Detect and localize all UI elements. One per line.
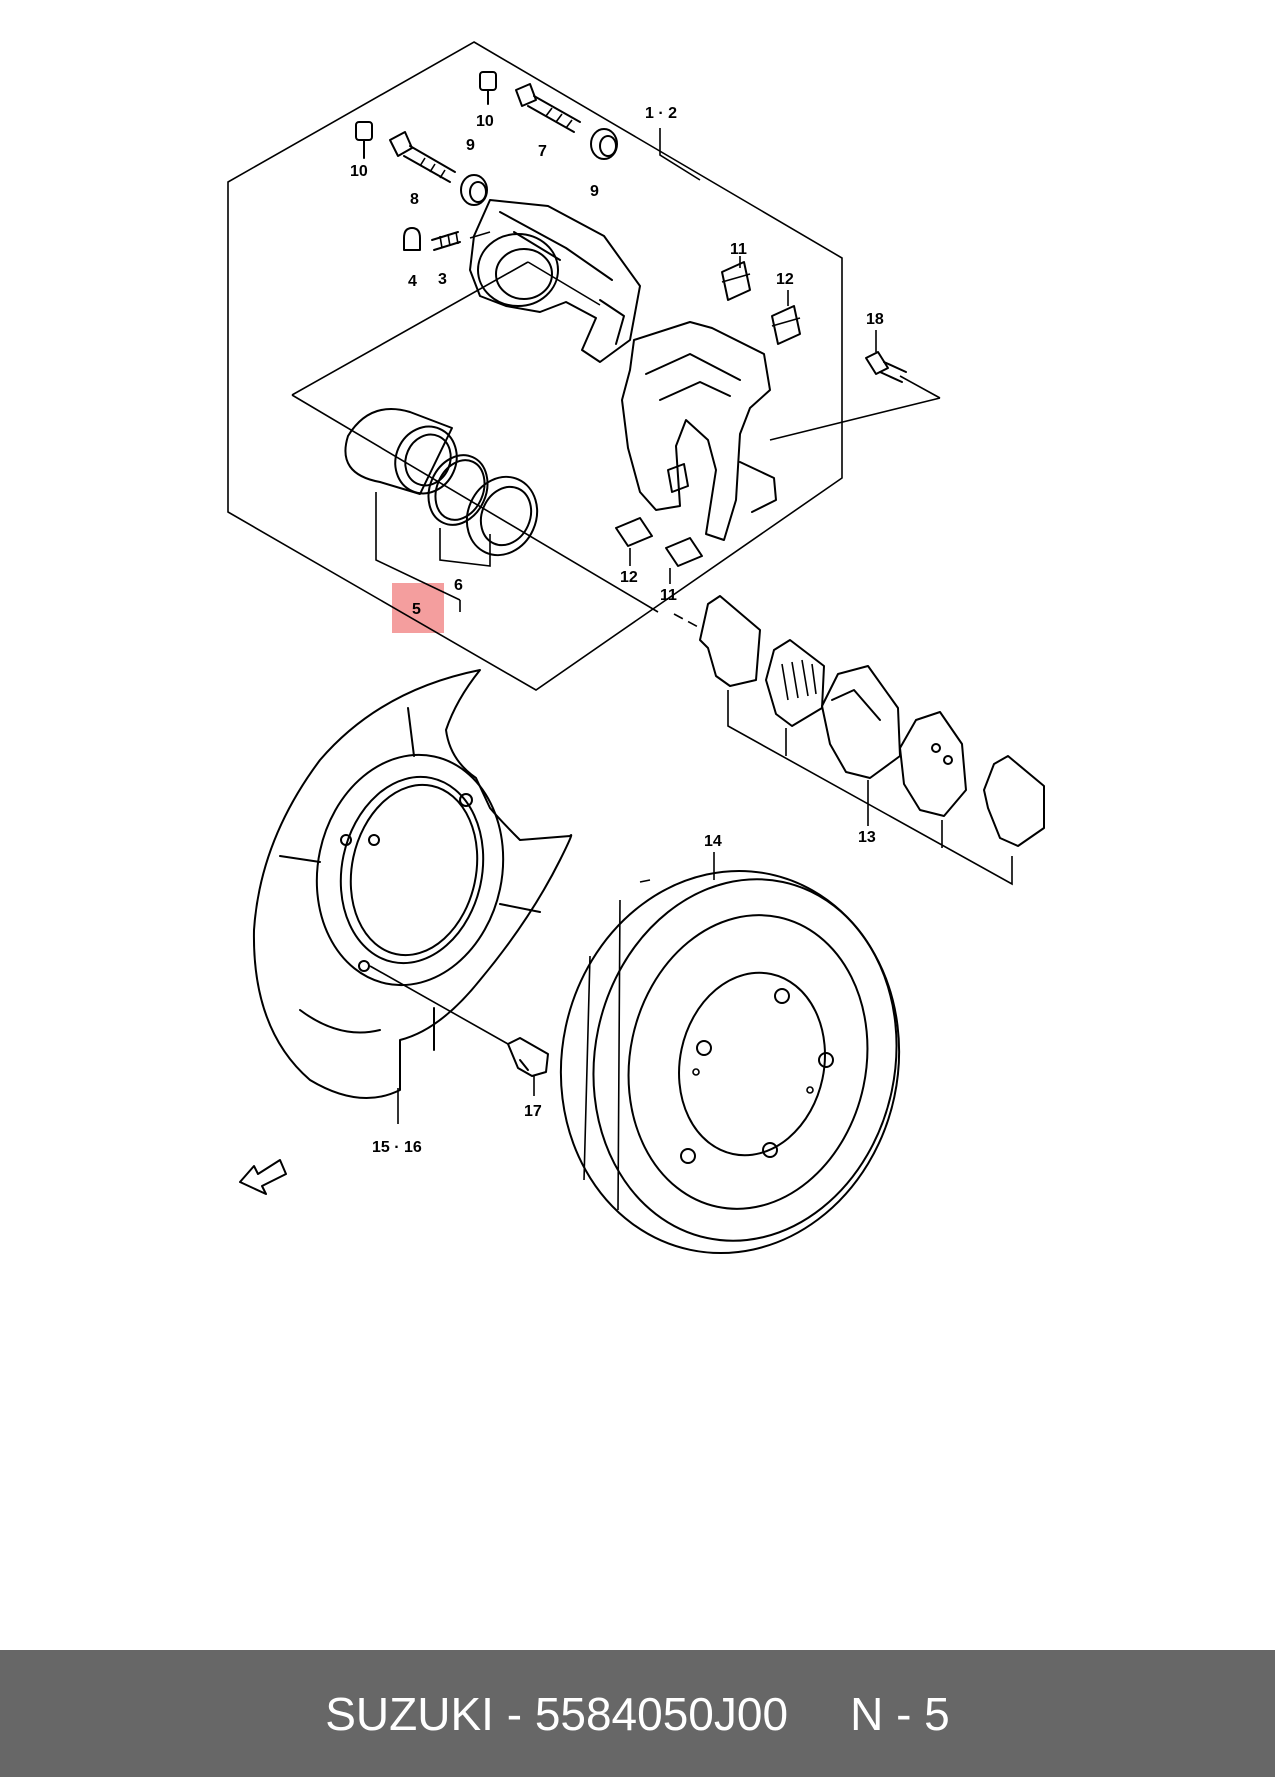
callout-3: 3 <box>438 271 447 288</box>
callout-12-top: 12 <box>776 271 794 288</box>
callout-7: 7 <box>538 143 547 160</box>
leader-18-line <box>899 375 941 399</box>
brake-pad-outer <box>899 711 967 817</box>
caliper-bracket <box>621 321 777 541</box>
leader-6-bracket <box>439 528 491 567</box>
bolt-10-left <box>355 121 373 159</box>
leader-pads-dashed <box>673 613 701 629</box>
part-number: 5584050J00 <box>534 1687 789 1740</box>
bolt-10-top <box>479 71 497 105</box>
caliper-assembly-outline <box>227 41 843 691</box>
callout-10-top: 10 <box>476 113 494 130</box>
pad-shim-outer-left <box>699 595 761 687</box>
callout-9-right: 9 <box>590 183 599 200</box>
pad-clip-11-bottom <box>665 537 703 567</box>
bolt-18 <box>865 351 907 383</box>
position-code: N - 5 <box>850 1687 950 1740</box>
callout-highlight <box>392 583 444 633</box>
callout-9-left: 9 <box>466 137 475 154</box>
guide-pin-8 <box>389 131 456 183</box>
boot-9-left <box>460 174 488 206</box>
callout-4: 4 <box>408 273 417 290</box>
leader-bracket <box>769 397 941 441</box>
leader-1-2 <box>659 128 701 181</box>
callout-15-16: 15 · 16 <box>372 1139 422 1156</box>
piston <box>344 408 458 495</box>
brake-disc <box>559 869 901 1255</box>
callout-11-bottom: 11 <box>660 587 677 604</box>
callout-18: 18 <box>866 311 884 328</box>
part-footer-bar: SUZUKI - 5584050J00 N - 5 <box>0 1650 1275 1777</box>
callout-14: 14 <box>704 833 722 850</box>
exploded-brake-diagram: 1 · 2 10 10 9 9 7 8 4 3 11 12 18 12 11 6… <box>227 41 1045 1255</box>
bolt-17 <box>507 1037 549 1077</box>
pad-clip-12-bottom <box>615 517 653 547</box>
boot-9-right <box>590 128 618 160</box>
leader-13-bracket <box>727 690 1013 886</box>
callout-10-left: 10 <box>350 163 368 180</box>
callout-17: 17 <box>524 1103 542 1120</box>
leader-5-bracket <box>375 492 461 612</box>
leader-17-line <box>369 965 509 1045</box>
bleeder-cap-4 <box>403 227 421 251</box>
callout-11-top: 11 <box>730 241 747 258</box>
pad-shim-outer-right <box>983 755 1045 847</box>
guide-pin-7 <box>515 83 581 133</box>
separator: - <box>506 1687 523 1740</box>
pad-clip-12-top <box>771 305 801 345</box>
piston-kit-outline <box>291 261 659 613</box>
piston-seal-6 <box>427 454 489 526</box>
callout-1-2: 1 · 2 <box>645 105 677 122</box>
callout-5: 5 <box>412 601 421 618</box>
brand-name: SUZUKI <box>325 1687 494 1740</box>
pad-clip-11-top <box>721 261 751 301</box>
fwd-arrow-icon <box>239 1159 287 1195</box>
dust-boot <box>465 475 539 557</box>
bleeder-screw-3 <box>431 231 461 251</box>
brake-pad-inner <box>821 665 901 779</box>
caliper-body <box>469 199 641 363</box>
callout-12-bottom: 12 <box>620 569 638 586</box>
dust-shield <box>252 669 573 1099</box>
callout-6: 6 <box>454 577 463 594</box>
callout-8: 8 <box>410 191 419 208</box>
callout-13: 13 <box>858 829 876 846</box>
pad-shim-vented <box>765 639 825 727</box>
